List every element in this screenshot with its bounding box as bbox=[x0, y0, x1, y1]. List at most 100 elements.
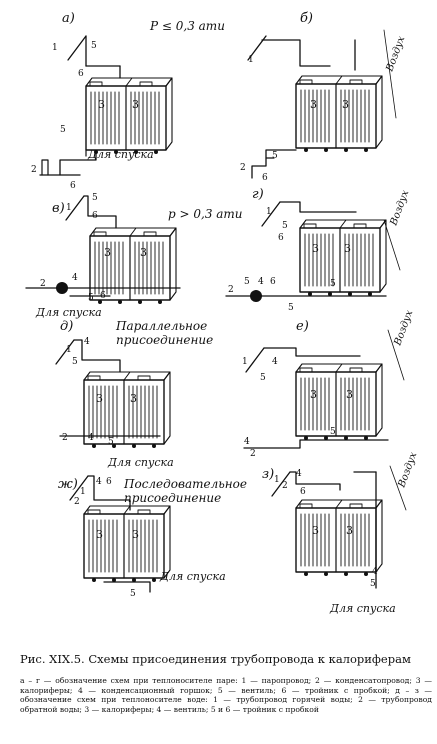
panel-letter: б) bbox=[300, 11, 313, 26]
svg-text:6: 6 bbox=[278, 233, 284, 243]
pressure-note: P ≤ 0,3 ати bbox=[149, 19, 225, 33]
svg-text:1: 1 bbox=[80, 487, 86, 497]
air-label: Воздух bbox=[388, 189, 411, 228]
svg-text:5: 5 bbox=[330, 279, 336, 289]
panel-a: а) P ≤ 0,3 ати 1 5 6 3 3 5 2 6 Для спуска bbox=[31, 11, 225, 191]
svg-text:4: 4 bbox=[258, 277, 264, 287]
svg-text:4: 4 bbox=[372, 567, 378, 577]
svg-text:5: 5 bbox=[92, 193, 98, 203]
svg-text:2: 2 bbox=[31, 165, 37, 175]
svg-text:3: 3 bbox=[344, 242, 351, 255]
svg-text:4: 4 bbox=[296, 469, 302, 479]
svg-text:3: 3 bbox=[104, 246, 111, 259]
svg-text:5: 5 bbox=[330, 427, 336, 437]
panel-letter: в) bbox=[52, 201, 65, 216]
svg-text:6: 6 bbox=[100, 291, 106, 301]
calorifer-block bbox=[295, 363, 383, 441]
svg-text:1: 1 bbox=[242, 357, 248, 367]
svg-text:2: 2 bbox=[282, 481, 288, 491]
svg-text:3: 3 bbox=[130, 392, 137, 405]
calorifer-block bbox=[295, 75, 383, 153]
svg-text:3: 3 bbox=[98, 98, 105, 111]
svg-text:5: 5 bbox=[272, 151, 278, 161]
svg-text:2: 2 bbox=[240, 163, 246, 173]
svg-text:6: 6 bbox=[262, 173, 268, 183]
svg-text:5: 5 bbox=[60, 125, 66, 135]
calorifer-block bbox=[299, 219, 387, 297]
drain-label: Для спуска bbox=[159, 570, 226, 583]
svg-text:1: 1 bbox=[52, 43, 58, 53]
drain-label: Для спуска bbox=[35, 306, 102, 319]
svg-text:4: 4 bbox=[72, 273, 78, 283]
svg-text:1: 1 bbox=[248, 55, 254, 65]
svg-text:3: 3 bbox=[96, 528, 103, 541]
svg-text:1: 1 bbox=[66, 203, 72, 213]
svg-text:6: 6 bbox=[92, 211, 98, 221]
calorifer-block bbox=[295, 499, 383, 577]
figure-caption-title: Рис. XIX.5. Схемы присоединения трубопро… bbox=[20, 652, 411, 666]
svg-text:5: 5 bbox=[130, 589, 136, 599]
svg-text:5: 5 bbox=[282, 221, 288, 231]
svg-text:3: 3 bbox=[310, 388, 317, 401]
svg-text:3: 3 bbox=[346, 388, 353, 401]
panel-z: з) 12 4 6 3 3 4 5 Воздух Для спуска bbox=[262, 451, 419, 615]
pressure-note: p > 0,3 ати bbox=[168, 207, 243, 221]
svg-text:2: 2 bbox=[228, 285, 234, 295]
drain-label: Для спуска bbox=[87, 148, 154, 161]
calorifer-block bbox=[83, 505, 171, 583]
svg-text:3: 3 bbox=[312, 524, 319, 537]
svg-text:5: 5 bbox=[72, 357, 78, 367]
figure-caption-body: а – г — обозначение схем при теплоносите… bbox=[20, 676, 432, 714]
svg-text:5: 5 bbox=[88, 293, 94, 303]
svg-text:3: 3 bbox=[346, 524, 353, 537]
svg-text:5: 5 bbox=[288, 303, 294, 313]
panel-letter: д) bbox=[60, 319, 73, 334]
svg-text:2: 2 bbox=[62, 433, 68, 443]
svg-text:1: 1 bbox=[66, 345, 72, 355]
panel-letter: г) bbox=[252, 187, 264, 202]
svg-text:4: 4 bbox=[84, 337, 90, 347]
svg-text:5: 5 bbox=[244, 277, 250, 287]
svg-text:4: 4 bbox=[272, 357, 278, 367]
svg-text:4: 4 bbox=[244, 437, 250, 447]
svg-text:5: 5 bbox=[260, 373, 266, 383]
panel-letter: ж) bbox=[58, 477, 78, 492]
panel-letter: з) bbox=[262, 467, 274, 482]
svg-text:3: 3 bbox=[312, 242, 319, 255]
svg-text:3: 3 bbox=[132, 98, 139, 111]
svg-text:3: 3 bbox=[342, 98, 349, 111]
panel-letter: е) bbox=[296, 319, 309, 334]
svg-text:3: 3 bbox=[310, 98, 317, 111]
svg-text:2: 2 bbox=[40, 279, 46, 289]
svg-text:2: 2 bbox=[74, 497, 80, 507]
svg-text:2: 2 bbox=[250, 449, 256, 459]
svg-text:1: 1 bbox=[274, 475, 280, 485]
svg-text:5: 5 bbox=[370, 579, 376, 589]
svg-text:6: 6 bbox=[70, 181, 76, 191]
svg-text:5: 5 bbox=[91, 41, 97, 51]
air-label: Воздух bbox=[396, 451, 419, 490]
svg-text:6: 6 bbox=[78, 69, 84, 79]
svg-text:3: 3 bbox=[96, 392, 103, 405]
svg-text:6: 6 bbox=[270, 277, 276, 287]
svg-text:6: 6 bbox=[106, 477, 112, 487]
air-label: Воздух bbox=[392, 309, 415, 348]
svg-text:5: 5 bbox=[108, 437, 114, 447]
svg-text:4: 4 bbox=[96, 477, 102, 487]
calorifer-block bbox=[85, 77, 173, 155]
svg-text:4: 4 bbox=[88, 433, 94, 443]
svg-text:3: 3 bbox=[140, 246, 147, 259]
svg-text:3: 3 bbox=[132, 528, 139, 541]
svg-text:6: 6 bbox=[300, 487, 306, 497]
drain-label: Для спуска bbox=[329, 602, 396, 615]
panel-letter: а) bbox=[62, 11, 75, 26]
